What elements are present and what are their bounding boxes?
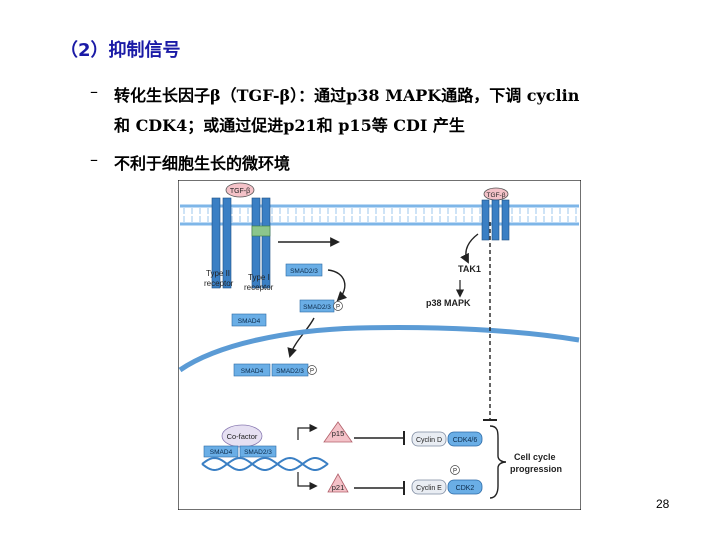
bullet-1-line-2: 和 CDK4；或通过促进p21和 p15等 CDI 产生 [114,116,465,135]
type-i-label-2: receptor [244,283,274,292]
cdk2-shape [447,479,483,495]
p21-shape [327,473,349,493]
cyclin-e-shape [411,479,447,495]
tak1-label: TAK1 [458,264,481,274]
cyclin-d-shape [411,431,447,447]
smad23-label: SMAD2/3 [290,268,318,275]
bullet-dash-1: – [90,82,98,101]
arrow-phosphorylation [327,269,348,302]
p21-label: p21 [332,483,345,492]
smad23-box [285,263,323,277]
phospho-circle-1 [333,301,343,311]
nuclear-smad4-box [233,363,271,377]
type-i-label-1: Type I [248,273,270,282]
arrow-to-tak1 [460,233,479,264]
nuclear-membrane [178,325,580,373]
phospho-label-3: P [453,469,457,475]
tgf-beta-ligand-left [225,182,255,198]
phospho-circle-2 [307,365,317,375]
phospho-label-1: P [336,305,340,311]
smad23p-label: SMAD2/3 [303,304,331,311]
p15-shape [323,421,353,443]
phospho-label-2: P [310,369,314,375]
smad4-box [231,313,267,327]
cell-membrane [180,204,579,226]
dna-smad23-label: SMAD2/3 [244,449,272,456]
p38-label: p38 MAPK [426,298,471,308]
cell-cycle-label-1: Cell cycle [514,452,556,462]
nuclear-smad4-label: SMAD4 [241,368,264,375]
cdk46-label: CDK4/6 [453,437,478,444]
cofactor-label: Co-factor [227,432,258,441]
dna-helix [201,456,329,472]
cdk46-shape [447,431,483,447]
bullet-1-line-1: 转化生长因子β（TGF-β）：通过p38 MAPK通路，下调 cyclin [114,86,580,105]
dna-smad4-label: SMAD4 [210,449,233,456]
cyclin-d-label: Cyclin D [416,437,442,444]
cdk2-label: CDK2 [456,485,475,492]
type-ii-label-1: Type II [206,269,230,278]
phospho-circle-3 [450,465,460,475]
type-ii-receptor [211,197,232,289]
cell-cycle-label-2: progression [510,464,562,474]
nuclear-smad23-label: SMAD2/3 [276,368,304,375]
dna-smad23-box [239,445,277,458]
dna-smad4-box [203,445,239,458]
ligand-right-label: TGF-β [487,192,506,199]
slide-title: （2）抑制信号 [60,40,181,61]
slide-number: 28 [656,497,670,511]
bullet-dash-2: – [90,150,98,169]
bullet-2: 不利于细胞生长的微环境 [114,154,291,173]
arrow-to-nucleus [287,317,315,358]
arrow-to-p21 [297,472,318,491]
p15-label: p15 [332,429,345,438]
right-receptor-pair [481,199,510,241]
type-ii-label-2: receptor [204,279,234,288]
type-i-receptor [251,197,271,289]
ligand-left-label: TGF-β [230,188,250,195]
arrow-to-p15 [297,423,318,440]
tgf-beta-signaling-diagram: TGF-β Type II receptor Type I receptor S… [178,180,581,510]
cyclin-e-label: Cyclin E [416,485,442,492]
cell-cycle-brace [489,425,507,499]
smad4-label: SMAD4 [238,318,261,325]
